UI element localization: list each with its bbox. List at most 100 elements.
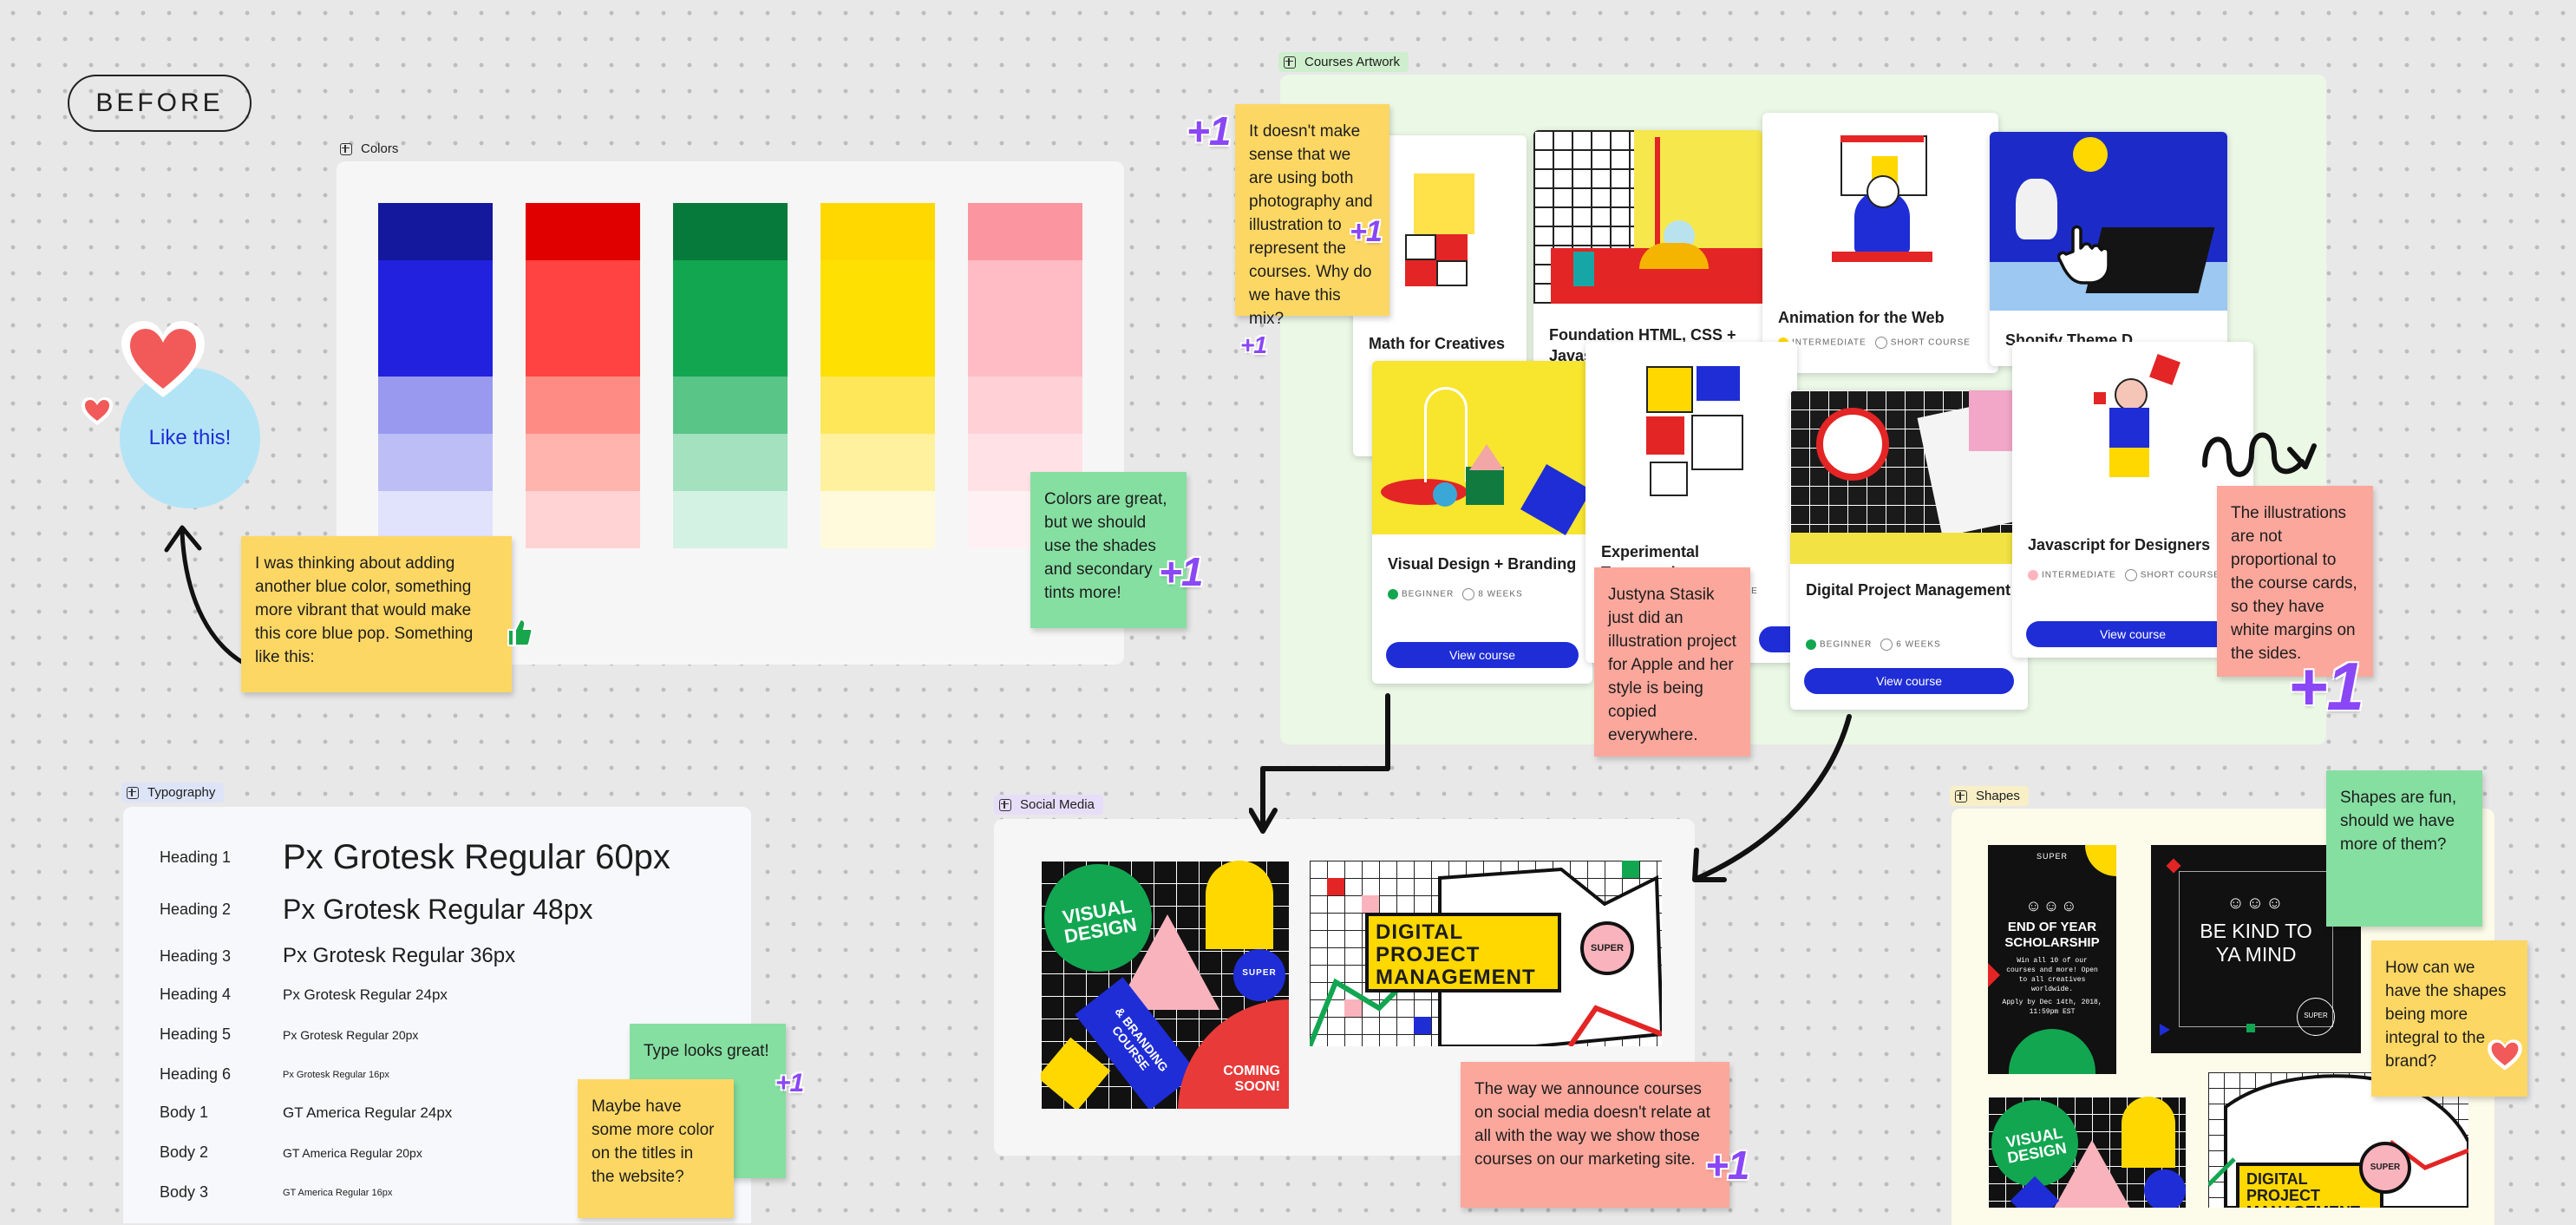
sticky-note-mix[interactable]: It doesn't make sense that we are using … (1235, 104, 1389, 328)
frame-icon (1955, 789, 1967, 802)
heart-icon (121, 321, 205, 397)
sticky-note-blue-color[interactable]: I was thinking about adding another blue… (241, 536, 512, 692)
color-swatch[interactable] (821, 260, 935, 377)
color-swatch[interactable] (968, 203, 1082, 260)
sticky-note-shades[interactable]: Colors are great, but we should use the … (1030, 472, 1187, 628)
color-swatch[interactable] (526, 377, 640, 434)
frame-title: Social Media (1020, 797, 1095, 812)
course-meta: BEGINNER 6 WEEKS (1790, 633, 1957, 656)
course-illustration (1828, 130, 1936, 278)
course-photo (1790, 390, 2028, 564)
type-sample: GT America Regular 20px (283, 1145, 422, 1160)
dpm-banner: DIGITAL PROJECT MANAGEMENT (1365, 913, 1561, 992)
course-illustration (1405, 165, 1483, 286)
course-title: Animation for the Web (1778, 309, 1945, 326)
arrow-to-social-1 (1249, 693, 1390, 834)
scholarship-body: Win all 10 of our courses and more! Open… (2006, 957, 2098, 993)
sticky-text: The illustrations are not proportional t… (2231, 504, 2357, 663)
color-swatch[interactable] (378, 434, 493, 491)
sticky-note-stasik[interactable]: Justyna Stasik just did an illustration … (1594, 567, 1750, 757)
plus-one-badge: +1 (2288, 648, 2364, 724)
frame-tag-colors[interactable]: Colors (335, 139, 407, 159)
type-sample: Px Grotesk Regular 48px (283, 894, 593, 925)
social-post-dpm[interactable]: DIGITAL PROJECT MANAGEMENT SUPER (1310, 861, 1662, 1046)
type-style-label: Heading 1 (160, 848, 232, 866)
sticky-note-illustrations[interactable]: The illustrations are not proportional t… (2217, 486, 2373, 677)
course-card-digital[interactable]: Digital Project Management BEGINNER 6 WE… (1790, 390, 2028, 710)
thumbs-up-icon (507, 618, 533, 646)
coming-soon: COMING SOON! (1223, 1064, 1280, 1094)
color-swatch[interactable] (378, 377, 493, 434)
type-sample: Px Grotesk Regular 20px (283, 1027, 419, 1042)
type-style-label: Body 2 (160, 1143, 209, 1161)
blue-circle (1233, 949, 1285, 1001)
sticky-note-shapes-fun[interactable]: Shapes are fun, should we have more of t… (2326, 770, 2482, 927)
view-course-button[interactable]: View course (1386, 642, 1579, 668)
sticky-text: Shapes are fun, should we have more of t… (2340, 789, 2457, 854)
shapes-post-scholarship[interactable]: SUPER ☺☺☺ END OF YEAR SCHOLARSHIP Win al… (1988, 845, 2116, 1074)
sticky-note-social[interactable]: The way we announce courses on social me… (1461, 1062, 1729, 1208)
plus-one-badge: +1 (1187, 108, 1231, 154)
color-swatch[interactable] (821, 491, 935, 548)
type-sample: Px Grotesk Regular 16px (283, 1069, 389, 1080)
like-bubble[interactable]: Like this! (120, 368, 260, 508)
frame-icon (127, 786, 139, 799)
course-title: Visual Design + Branding (1388, 555, 1577, 573)
shapes-post-be-kind[interactable]: ☺☺☺ BE KIND TO YA MIND SUPER (2151, 845, 2361, 1053)
color-swatch[interactable] (526, 434, 640, 491)
color-swatch[interactable] (673, 260, 788, 377)
course-card-visual[interactable]: Visual Design + Branding BEGINNER 8 WEEK… (1372, 361, 1592, 684)
color-swatch[interactable] (968, 377, 1082, 434)
be-kind-text: BE KIND TO YA MIND (2200, 920, 2312, 966)
color-swatch[interactable] (526, 203, 640, 260)
super-badge: SUPER (2297, 998, 2335, 1036)
color-swatch[interactable] (821, 377, 935, 434)
frame-tag-shapes[interactable]: Shapes (1950, 786, 2029, 806)
color-swatch[interactable] (526, 260, 640, 377)
color-swatch[interactable] (821, 434, 935, 491)
type-sample: Px Grotesk Regular 60px (283, 838, 670, 876)
sticky-note-shapes-integral[interactable]: How can we have the shapes being more in… (2371, 940, 2527, 1097)
color-swatch[interactable] (526, 491, 640, 548)
course-illustration (2083, 354, 2187, 496)
super-badge: SUPER (2359, 1142, 2411, 1194)
course-card-javascript[interactable]: Javascript for Designers INTERMEDIATE SH… (2012, 342, 2253, 658)
color-swatch[interactable] (673, 377, 788, 434)
sticky-note-more-color[interactable]: Maybe have some more color on the titles… (578, 1079, 734, 1218)
color-swatch[interactable] (378, 260, 493, 377)
color-swatch[interactable] (673, 203, 788, 260)
frame-tag-typography[interactable]: Typography (121, 783, 225, 802)
plus-one-badge: +1 (775, 1069, 804, 1097)
sticky-text: Colors are great, but we should use the … (1044, 490, 1167, 602)
small-heart-icon (82, 397, 113, 425)
color-swatch[interactable] (673, 434, 788, 491)
view-course-button[interactable]: View course (1804, 668, 2014, 694)
view-course-button[interactable]: View course (2026, 621, 2239, 647)
type-style-label: Body 3 (160, 1183, 209, 1201)
social-post-visual-design[interactable]: VISUAL DESIGN SUPER & BRANDING COURSE CO… (1041, 861, 1289, 1109)
type-sample: Px Grotesk Regular 36px (283, 944, 516, 967)
course-title: Digital Project Management (1806, 581, 2011, 599)
smiley-row: ☺☺☺ (2226, 894, 2285, 913)
color-swatch[interactable] (968, 260, 1082, 377)
frame-tag-social[interactable]: Social Media (994, 795, 1103, 815)
heart-icon (2488, 1039, 2522, 1071)
frame-tag-courses[interactable]: Courses Artwork (1278, 52, 1409, 72)
super-logo: SUPER (1242, 968, 1277, 978)
frame-icon (999, 798, 1011, 811)
course-card-animation[interactable]: Animation for the Web INTERMEDIATE SHORT… (1762, 113, 1998, 373)
yellow-squares (1041, 1037, 1111, 1109)
plus-one-badge: +1 (1159, 549, 1203, 594)
squiggle-arrow (2202, 432, 2317, 477)
color-swatch[interactable] (673, 491, 788, 548)
smiley-row: ☺☺☺ (2025, 897, 2079, 914)
before-label: BEFORE (68, 75, 252, 132)
color-swatch[interactable] (821, 203, 935, 260)
color-swatch[interactable] (378, 203, 493, 260)
shapes-post-visual-design[interactable]: VISUAL DESIGN (1988, 1097, 2186, 1208)
